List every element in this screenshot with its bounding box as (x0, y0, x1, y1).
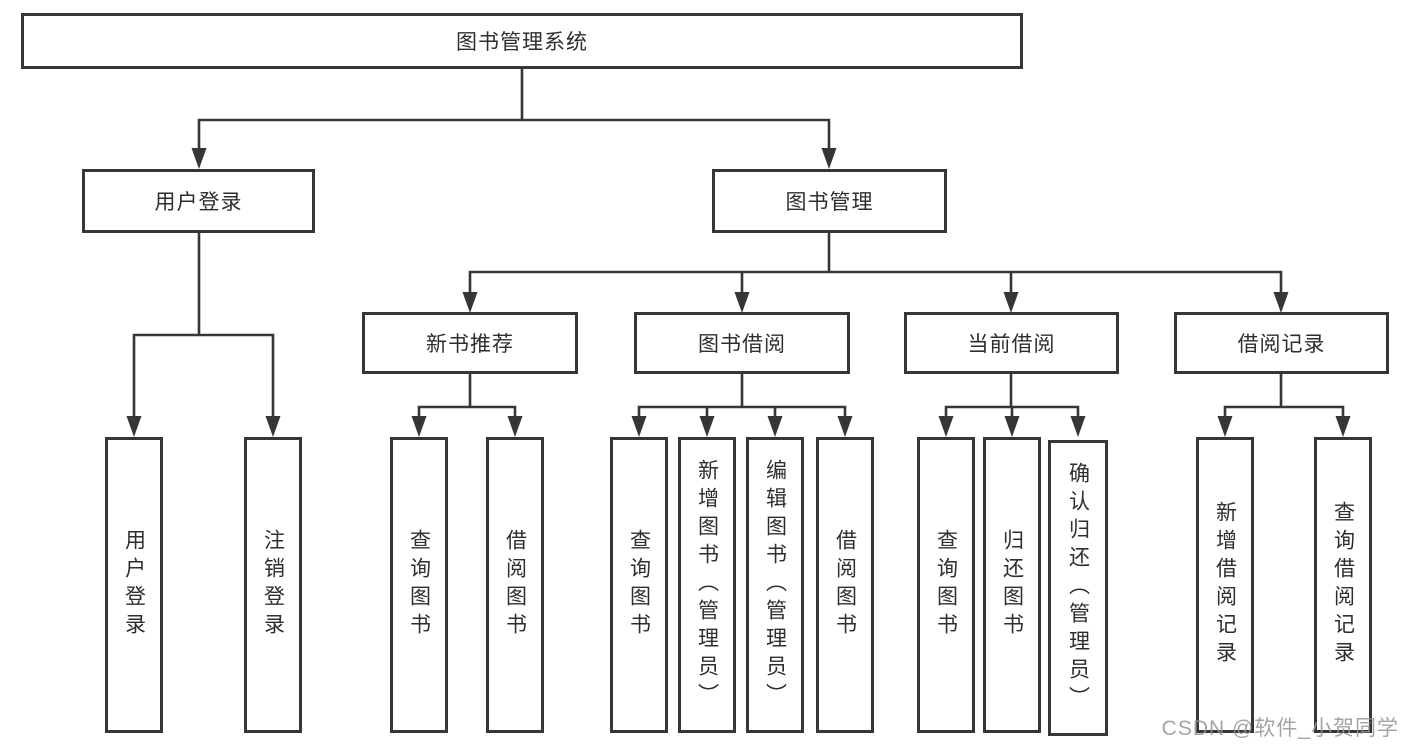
leaf-records-query-record-label: 查询借阅记录 (1331, 501, 1355, 669)
leaf-logout: 注销登录 (244, 437, 302, 733)
leaf-current-query-books: 查询图书 (917, 437, 975, 733)
node-root-system: 图书管理系统 (21, 13, 1023, 69)
leaf-records-query-record: 查询借阅记录 (1314, 437, 1372, 733)
leaf-current-return-books: 归还图书 (983, 437, 1041, 733)
leaf-records-add-record: 新增借阅记录 (1196, 437, 1254, 733)
node-new-book-recommend: 新书推荐 (362, 312, 578, 374)
node-root-label: 图书管理系统 (456, 31, 588, 54)
csdn-watermark: CSDN @软件_小贺同学 (1161, 717, 1399, 740)
leaf-current-return-books-label: 归还图书 (1000, 529, 1024, 641)
node-book-management: 图书管理 (712, 169, 947, 233)
node-book-borrow-label: 图书借阅 (698, 333, 786, 356)
node-borrow-records-label: 借阅记录 (1237, 333, 1326, 356)
leaf-current-confirm-return-admin: 确认归还（管理员） (1048, 440, 1108, 736)
leaf-borrow-add-books-admin-label: 新增图书（管理员） (695, 459, 719, 711)
node-book-borrow: 图书借阅 (634, 312, 850, 374)
leaf-logout-label: 注销登录 (261, 529, 285, 641)
leaf-newbook-query-books: 查询图书 (390, 437, 448, 733)
leaf-borrow-edit-books-admin: 编辑图书（管理员） (746, 437, 804, 733)
node-user-login-label: 用户登录 (154, 191, 243, 214)
node-book-management-label: 图书管理 (785, 191, 874, 214)
leaf-user-login: 用户登录 (105, 437, 163, 733)
leaf-newbook-borrow-books: 借阅图书 (486, 437, 544, 733)
leaf-borrow-edit-books-admin-label: 编辑图书（管理员） (763, 459, 787, 711)
leaf-borrow-borrow-books-label: 借阅图书 (833, 529, 857, 641)
node-user-login: 用户登录 (82, 169, 315, 233)
node-current-borrow: 当前借阅 (904, 312, 1119, 374)
node-borrow-records: 借阅记录 (1174, 312, 1389, 374)
leaf-borrow-query-books: 查询图书 (610, 437, 668, 733)
leaf-borrow-add-books-admin: 新增图书（管理员） (678, 437, 736, 733)
leaf-newbook-borrow-books-label: 借阅图书 (503, 529, 527, 641)
leaf-user-login-label: 用户登录 (122, 529, 146, 641)
leaf-borrow-borrow-books: 借阅图书 (816, 437, 874, 733)
leaf-current-query-books-label: 查询图书 (934, 529, 958, 641)
leaf-borrow-query-books-label: 查询图书 (627, 529, 651, 641)
leaf-records-add-record-label: 新增借阅记录 (1213, 501, 1237, 669)
leaf-current-confirm-return-admin-label: 确认归还（管理员） (1066, 462, 1090, 714)
node-current-borrow-label: 当前借阅 (967, 333, 1056, 356)
leaf-newbook-query-books-label: 查询图书 (407, 529, 431, 641)
node-new-book-recommend-label: 新书推荐 (426, 333, 514, 356)
